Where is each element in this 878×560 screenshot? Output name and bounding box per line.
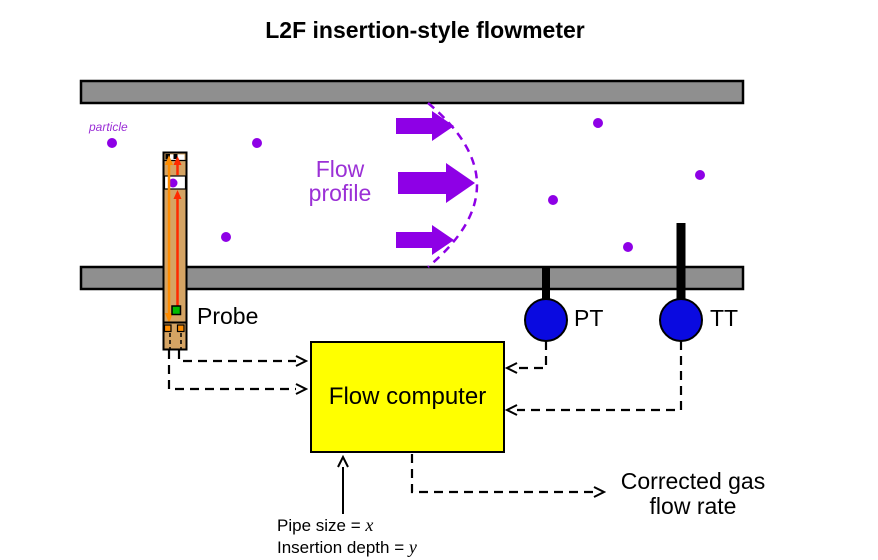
particle-dot: [252, 138, 262, 148]
particle-dot: [221, 232, 231, 242]
particle-dot: [548, 195, 558, 205]
flow-computer-box: Flow computer: [310, 341, 505, 453]
particle-dot: [107, 138, 117, 148]
particle-dot: [695, 170, 705, 180]
particle-dot: [593, 118, 603, 128]
particle-dot: [623, 242, 633, 252]
flow-computer-label: Flow computer: [328, 383, 487, 410]
